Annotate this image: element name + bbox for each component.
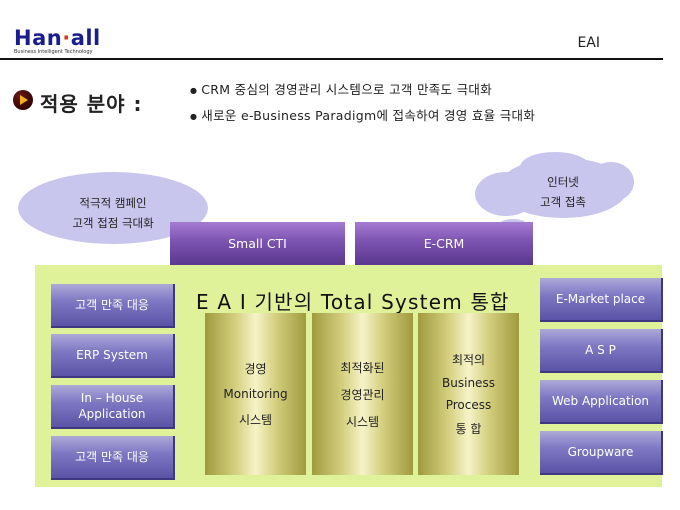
logo-wordmark: Han·all xyxy=(14,26,101,50)
eai-headline: E A I 기반의 Total System 통합 xyxy=(196,290,510,314)
application-item: 새로운 e-Business Paradigm에 접속하여 경영 효율 극대화 xyxy=(190,104,535,130)
right-box-groupware: Groupware xyxy=(540,431,663,475)
box-label: A S P xyxy=(585,343,616,357)
column-label: Monitoring xyxy=(223,387,288,401)
section-title: EAI xyxy=(577,35,600,51)
logo-tagline: Business Intelligent Technology xyxy=(14,49,93,55)
logo-wordmark-right: all xyxy=(70,26,101,50)
left-cloud-line: 적극적 캠페인 xyxy=(79,196,147,210)
left-box-erp: ERP System xyxy=(51,334,175,378)
column-label: Business xyxy=(442,376,495,390)
left-cloud-text: 적극적 캠페인 고객 접점 극대화 xyxy=(18,193,208,233)
box-label: E-Market place xyxy=(555,292,646,306)
right-cloud-text: 인터넷 고객 접촉 xyxy=(498,172,628,212)
e-crm-tab: E-CRM xyxy=(355,222,533,265)
column-label: 경영 xyxy=(244,362,267,376)
box-label: 고객 만족 대응 xyxy=(75,298,149,312)
box-label: Web Application xyxy=(551,394,650,408)
column-label: Process xyxy=(445,398,492,412)
play-bullet-icon xyxy=(13,90,33,110)
logo-wordmark-dot: · xyxy=(62,26,71,50)
column-label: 경영관리 xyxy=(340,387,385,402)
left-box-customer-response: 고객 만족 대응 xyxy=(51,284,175,328)
right-box-asp: A S P xyxy=(540,329,663,373)
box-label: 고객 만족 대응 xyxy=(75,450,149,464)
left-box-in-house: In – House Application xyxy=(51,385,175,429)
column-label: 최적화된 xyxy=(340,360,385,375)
small-cti-tab: Small CTI xyxy=(170,222,345,265)
left-box-customer-response-2: 고객 만족 대응 xyxy=(51,436,175,480)
column-label: 시스템 xyxy=(345,414,380,429)
column-label: 최적의 xyxy=(451,353,486,367)
column-label: 시스템 xyxy=(238,413,273,427)
left-cloud-line: 고객 접점 극대화 xyxy=(72,216,154,230)
optimized-management-column: 최적화된 경영관리 시스템 xyxy=(312,313,413,475)
header-divider xyxy=(0,58,663,60)
right-cloud-line: 인터넷 xyxy=(547,175,579,189)
application-item: CRM 중심의 경영관리 시스템으로 고객 만족도 극대화 xyxy=(190,78,535,104)
column-label: 통 합 xyxy=(455,422,482,436)
right-cloud-line: 고객 접촉 xyxy=(540,195,586,209)
application-title: 적용 분야 : xyxy=(40,92,143,116)
right-cloud xyxy=(498,158,628,218)
box-label: Application xyxy=(78,407,146,421)
company-logo: Han·all Business Intelligent Technology xyxy=(14,26,101,56)
business-process-column: 최적의 Business Process 통 합 xyxy=(418,313,519,475)
box-label: Groupware xyxy=(567,445,634,459)
logo-wordmark-left: Han xyxy=(14,26,63,50)
box-label: ERP System xyxy=(76,348,148,362)
box-label: In – House xyxy=(80,391,144,405)
right-box-e-market: E-Market place xyxy=(540,278,663,322)
monitoring-system-column: 경영 Monitoring 시스템 xyxy=(205,313,306,475)
right-box-web-application: Web Application xyxy=(540,380,663,424)
application-list: CRM 중심의 경영관리 시스템으로 고객 만족도 극대화 새로운 e-Busi… xyxy=(190,78,535,130)
